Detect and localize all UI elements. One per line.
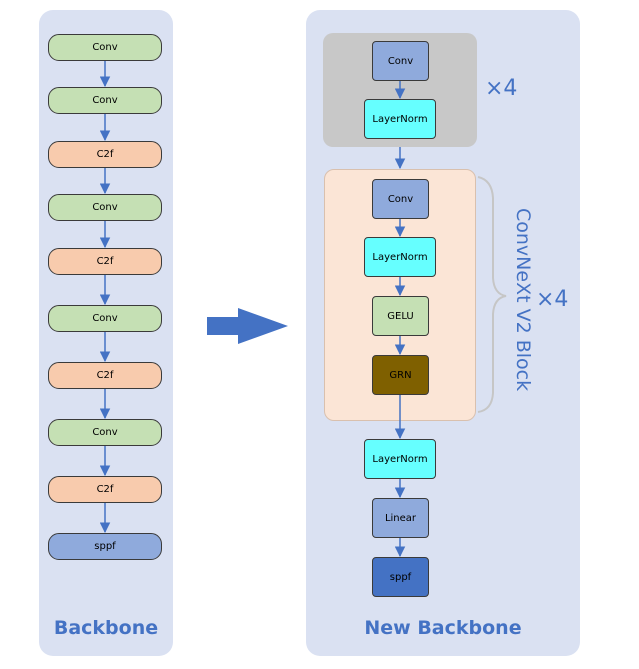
stem-layernorm: LayerNorm: [364, 99, 436, 139]
backbone-layer-conv-3: Conv: [48, 194, 162, 221]
backbone-layer-c2f-4: C2f: [48, 476, 162, 503]
block-repeat-label: ×4: [536, 287, 569, 312]
backbone-layer-conv-4: Conv: [48, 305, 162, 332]
stem-conv: Conv: [372, 41, 429, 81]
new-backbone-title: New Backbone: [364, 617, 522, 639]
transition-arrow: [207, 308, 288, 344]
backbone-layer-sppf: sppf: [48, 533, 162, 560]
backbone-layer-c2f-3: C2f: [48, 362, 162, 389]
block-layernorm: LayerNorm: [364, 237, 436, 277]
backbone-layer-c2f-2: C2f: [48, 248, 162, 275]
block-grn: GRN: [372, 355, 429, 395]
tail-linear: Linear: [372, 498, 429, 538]
tail-sppf: sppf: [372, 557, 429, 597]
stem-repeat-label: ×4: [485, 76, 518, 101]
backbone-layer-conv-5: Conv: [48, 419, 162, 446]
block-brace: [477, 176, 507, 413]
backbone-layer-c2f-1: C2f: [48, 141, 162, 168]
backbone-layer-conv-2: Conv: [48, 87, 162, 114]
backbone-layer-conv-1: Conv: [48, 34, 162, 61]
backbone-title: Backbone: [53, 617, 159, 639]
tail-layernorm: LayerNorm: [364, 439, 436, 479]
block-gelu: GELU: [372, 296, 429, 336]
block-conv: Conv: [372, 179, 429, 219]
